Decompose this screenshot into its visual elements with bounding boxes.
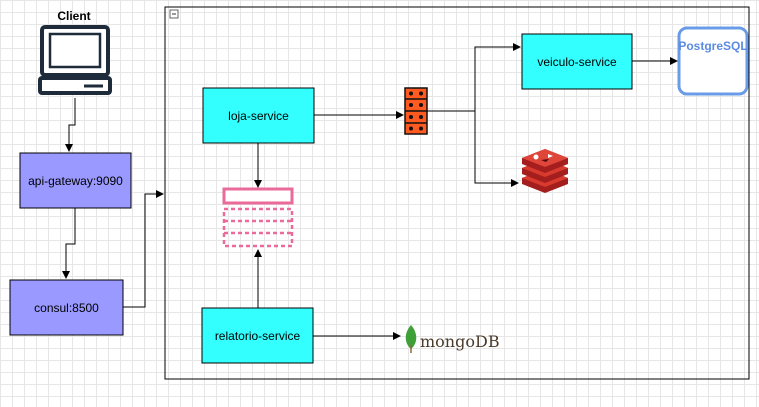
relatorio-service-label: relatorio-service xyxy=(215,329,301,343)
edge-queue-to-redis xyxy=(474,111,519,187)
collapse-icon[interactable] xyxy=(169,9,179,19)
api-gateway-label: api-gateway:9090 xyxy=(28,174,123,188)
consul-node[interactable]: consul:8500 xyxy=(9,279,124,336)
connectors xyxy=(62,43,678,340)
edge-queue-to-veiculo xyxy=(427,43,521,112)
loja-service-label: loja-service xyxy=(228,109,289,123)
veiculo-service-label: veiculo-service xyxy=(537,55,617,69)
mongodb-node[interactable]: mongoDB xyxy=(405,325,500,353)
pink-table-cache-icon[interactable] xyxy=(222,187,294,248)
consul-label: consul:8500 xyxy=(34,301,99,315)
client-node[interactable]: Client xyxy=(38,9,112,95)
desktop-computer-icon xyxy=(38,25,112,95)
mongodb-leaf-icon xyxy=(405,325,417,353)
client-label: Client xyxy=(57,9,90,23)
postgresql-label: PostgreSQL xyxy=(678,39,747,53)
edge-client-to-gateway xyxy=(65,98,76,152)
loja-service-node[interactable]: loja-service xyxy=(202,87,315,144)
postgresql-node[interactable]: PostgreSQL xyxy=(677,26,749,96)
redis-icon[interactable] xyxy=(522,149,568,193)
message-queue-icon[interactable] xyxy=(404,87,428,135)
mongodb-label: mongoDB xyxy=(420,332,500,351)
service-container[interactable] xyxy=(164,6,750,380)
veiculo-service-node[interactable]: veiculo-service xyxy=(521,33,633,90)
edge-gateway-to-consul xyxy=(62,208,76,279)
api-gateway-node[interactable]: api-gateway:9090 xyxy=(19,152,132,209)
relatorio-service-node[interactable]: relatorio-service xyxy=(201,307,314,364)
edge-consul-to-container xyxy=(123,190,164,308)
